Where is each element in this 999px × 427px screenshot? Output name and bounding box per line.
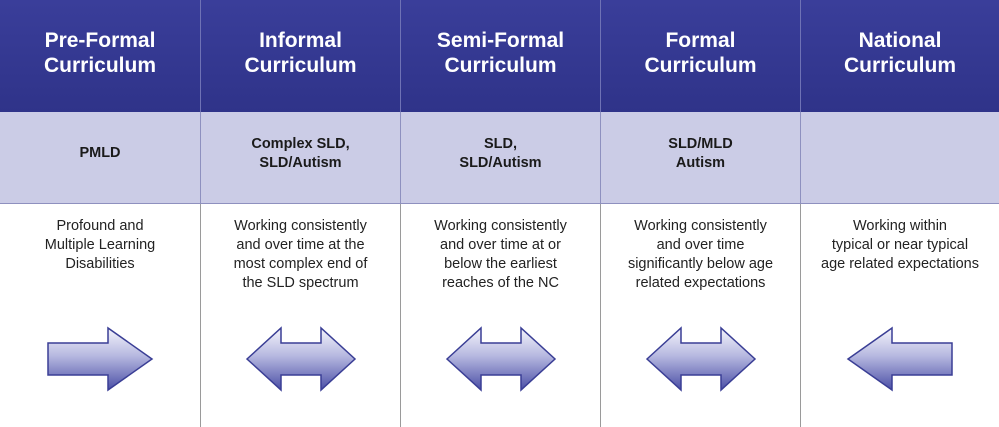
group-line2: Autism xyxy=(675,154,726,171)
header-title-line2: Curriculum xyxy=(843,54,956,77)
group-semi-formal: SLD, SLD/Autism xyxy=(400,112,600,204)
double-arrow-icon xyxy=(245,326,356,392)
group-line2: SLD/Autism xyxy=(459,154,542,171)
description-line: Multiple Learning xyxy=(44,237,156,253)
double-arrow-icon xyxy=(645,326,756,392)
header-national: National Curriculum xyxy=(800,0,999,112)
header-title-line2: Curriculum xyxy=(244,54,357,77)
description-line: related expectations xyxy=(635,275,766,291)
header-semi-formal: Semi-Formal Curriculum xyxy=(400,0,600,112)
description-line: the SLD spectrum xyxy=(242,275,359,291)
description: Working consistently and over time at th… xyxy=(211,217,391,293)
right-arrow-icon xyxy=(47,326,154,392)
description: Working consistently and over time at or… xyxy=(411,217,591,293)
group-line1: SLD, xyxy=(483,135,518,152)
description-line: and over time at or xyxy=(440,237,561,253)
group-line1: SLD/MLD xyxy=(668,135,733,152)
header-pre-formal: Pre-Formal Curriculum xyxy=(0,0,200,112)
description-line: Working consistently xyxy=(634,218,767,234)
description-line: typical or near typical xyxy=(831,237,969,253)
description: Working consistently and over time signi… xyxy=(611,217,791,293)
header-title-line2: Curriculum xyxy=(444,54,557,77)
group-national xyxy=(800,112,999,204)
header-title-line1: Pre-Formal xyxy=(44,29,156,52)
group-pre-formal: PMLD xyxy=(0,112,200,204)
double-arrow-icon xyxy=(445,326,556,392)
header-title-line1: Formal xyxy=(665,29,736,52)
description: Working within typical or near typical a… xyxy=(810,217,990,274)
description-line: significantly below age xyxy=(627,256,774,272)
body-informal: Working consistently and over time at th… xyxy=(200,204,400,427)
description-line: and over time xyxy=(656,237,745,253)
group-line1: PMLD xyxy=(79,145,121,161)
description-line: Working consistently xyxy=(434,218,567,234)
description-line: age related expectations xyxy=(821,256,979,272)
description-line: reaches of the NC xyxy=(442,275,559,291)
header-formal: Formal Curriculum xyxy=(600,0,800,112)
header-title-line2: Curriculum xyxy=(644,54,757,77)
description-line: Disabilities xyxy=(65,256,135,272)
left-arrow-icon xyxy=(846,326,953,392)
description: Profound and Multiple Learning Disabilit… xyxy=(10,217,190,274)
body-pre-formal: Profound and Multiple Learning Disabilit… xyxy=(0,204,200,427)
header-title-line1: Semi-Formal xyxy=(436,29,565,52)
description-line: and over time at the xyxy=(236,237,365,253)
description-line: Working within xyxy=(852,218,948,234)
description-line: Profound and xyxy=(56,218,144,234)
description-line: Working consistently xyxy=(234,218,367,234)
group-informal: Complex SLD, SLD/Autism xyxy=(200,112,400,204)
description-line: below the earliest xyxy=(444,256,557,272)
header-title-line2: Curriculum xyxy=(43,54,156,77)
group-formal: SLD/MLD Autism xyxy=(600,112,800,204)
header-title-line1: Informal xyxy=(259,29,342,52)
group-line2: SLD/Autism xyxy=(259,154,342,171)
group-line1: Complex SLD, xyxy=(251,135,350,152)
header-informal: Informal Curriculum xyxy=(200,0,400,112)
body-semi-formal: Working consistently and over time at or… xyxy=(400,204,600,427)
description-line: most complex end of xyxy=(233,256,368,272)
header-title-line1: National xyxy=(858,29,942,52)
body-national: Working within typical or near typical a… xyxy=(800,204,999,427)
body-formal: Working consistently and over time signi… xyxy=(600,204,800,427)
